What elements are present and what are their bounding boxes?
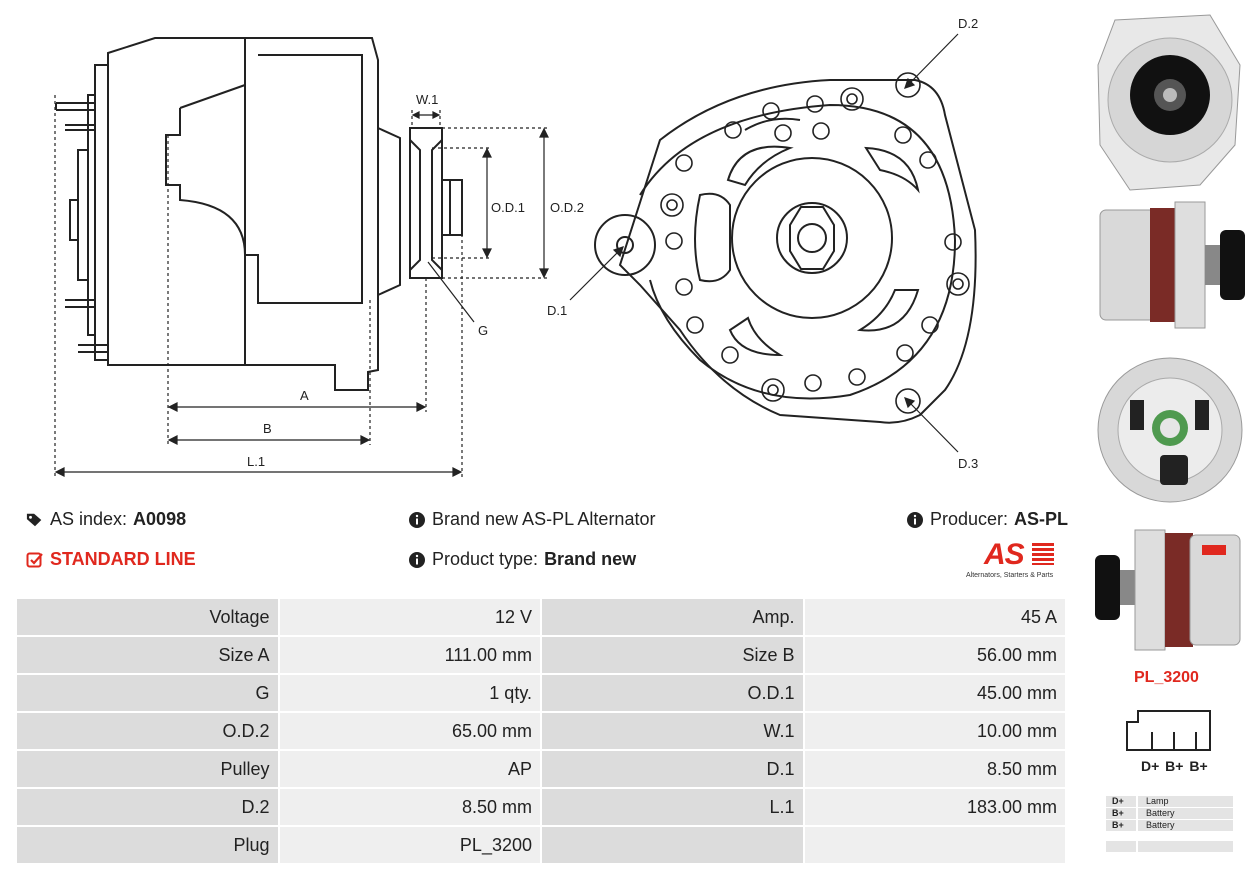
- spec-value-cell: 111.00 mm: [277, 635, 542, 675]
- plug-code: PL_3200: [1134, 669, 1199, 686]
- side-view-drawing: W.1 O.D.1 O.D.2 G A B L.1: [54, 37, 584, 478]
- info-icon: [409, 551, 425, 568]
- spec-value-cell: PL_3200: [277, 825, 542, 865]
- spec-value-cell: 10.00 mm: [802, 711, 1067, 751]
- product-type-label: Product type:: [432, 549, 539, 569]
- producer-info: Producer: AS-PL: [906, 509, 1068, 530]
- spec-key-cell: [540, 825, 805, 865]
- legend-pin: B+: [1106, 808, 1136, 819]
- spec-key-cell: Size B: [540, 635, 805, 675]
- spec-value-cell: 45 A: [802, 597, 1067, 637]
- spec-key-cell: D.2: [15, 787, 280, 827]
- spec-key-cell: O.D.2: [15, 711, 280, 751]
- plug-diagram: [1126, 710, 1211, 751]
- dim-l1-label: L.1: [247, 454, 265, 469]
- dim-od1-label: O.D.1: [491, 200, 525, 215]
- spec-key-cell: L.1: [540, 787, 805, 827]
- as-pl-logo: AS Alternators, Starters & Parts: [966, 539, 1068, 583]
- legend-row: B+Battery: [1106, 820, 1233, 831]
- legend-pin: D+: [1106, 796, 1136, 807]
- spec-value-cell: 12 V: [277, 597, 542, 637]
- spec-key-cell: Plug: [15, 825, 280, 865]
- spec-value-cell: 56.00 mm: [802, 635, 1067, 675]
- spec-key-cell: Voltage: [15, 597, 280, 637]
- dim-a-label: A: [300, 388, 309, 403]
- as-index-info: AS index: A0098: [26, 509, 186, 530]
- as-index-label: AS index:: [50, 509, 128, 529]
- legend-desc: Battery: [1138, 808, 1233, 819]
- legend-desc: [1138, 841, 1233, 852]
- dim-od2-label: O.D.2: [550, 200, 584, 215]
- product-photo-rear[interactable]: [1090, 350, 1250, 510]
- logo-mark: AS: [984, 538, 1025, 571]
- producer-label: Producer:: [930, 509, 1009, 529]
- spec-value-cell: 8.50 mm: [802, 749, 1067, 789]
- spec-key-cell: O.D.1: [540, 673, 805, 713]
- spec-key-cell: D.1: [540, 749, 805, 789]
- tags-icon: [26, 513, 42, 526]
- brand-new-info: Brand new AS-PL Alternator: [408, 509, 655, 530]
- info-icon: [907, 511, 923, 528]
- spec-key-cell: G: [15, 673, 280, 713]
- spec-key-cell: Amp.: [540, 597, 805, 637]
- dim-w1-label: W.1: [416, 92, 438, 107]
- spec-key-cell: Size A: [15, 635, 280, 675]
- spec-key-cell: W.1: [540, 711, 805, 751]
- standard-line-info: STANDARD LINE: [26, 549, 196, 570]
- legend-desc: Lamp: [1138, 796, 1233, 807]
- standard-line-label: STANDARD LINE: [50, 549, 196, 569]
- dim-g-label: G: [478, 323, 488, 338]
- info-icon: [409, 511, 425, 528]
- spec-value-cell: 45.00 mm: [802, 673, 1067, 713]
- plug-pins-label: D+ B+ B+: [1141, 758, 1208, 774]
- legend-row: B+Battery: [1106, 808, 1233, 819]
- front-view-drawing: D.2 D.3 D.1: [547, 16, 978, 471]
- product-photo-front[interactable]: [1090, 5, 1250, 195]
- spec-value-cell: [802, 825, 1067, 865]
- dim-b-label: B: [263, 421, 272, 436]
- spec-value-cell: AP: [277, 749, 542, 789]
- product-type-info: Product type: Brand new: [408, 549, 636, 570]
- legend-desc: Battery: [1138, 820, 1233, 831]
- legend-pin: B+: [1106, 820, 1136, 831]
- producer-value: AS-PL: [1014, 509, 1069, 529]
- logo-stripes: [1032, 543, 1054, 565]
- product-photo-side[interactable]: [1090, 190, 1250, 340]
- legend-row: [1106, 841, 1233, 852]
- dim-d2-label: D.2: [958, 16, 978, 31]
- spec-value-cell: 65.00 mm: [277, 711, 542, 751]
- brand-new-text: Brand new AS-PL Alternator: [432, 509, 656, 529]
- dim-d1-label: D.1: [547, 303, 567, 318]
- spec-value-cell: 183.00 mm: [802, 787, 1067, 827]
- spec-key-cell: Pulley: [15, 749, 280, 789]
- logo-tagline: Alternators, Starters & Parts: [966, 572, 1054, 579]
- spec-value-cell: 1 qty.: [277, 673, 542, 713]
- checkbox-checked-icon: [26, 552, 43, 567]
- legend-row: D+Lamp: [1106, 796, 1233, 807]
- legend-pin: [1106, 841, 1136, 852]
- as-index-value: A0098: [133, 509, 187, 529]
- spec-value-cell: 8.50 mm: [277, 787, 542, 827]
- product-type-value: Brand new: [544, 549, 637, 569]
- dim-d3-label: D.3: [958, 456, 978, 471]
- product-photo-side-2[interactable]: [1090, 515, 1250, 665]
